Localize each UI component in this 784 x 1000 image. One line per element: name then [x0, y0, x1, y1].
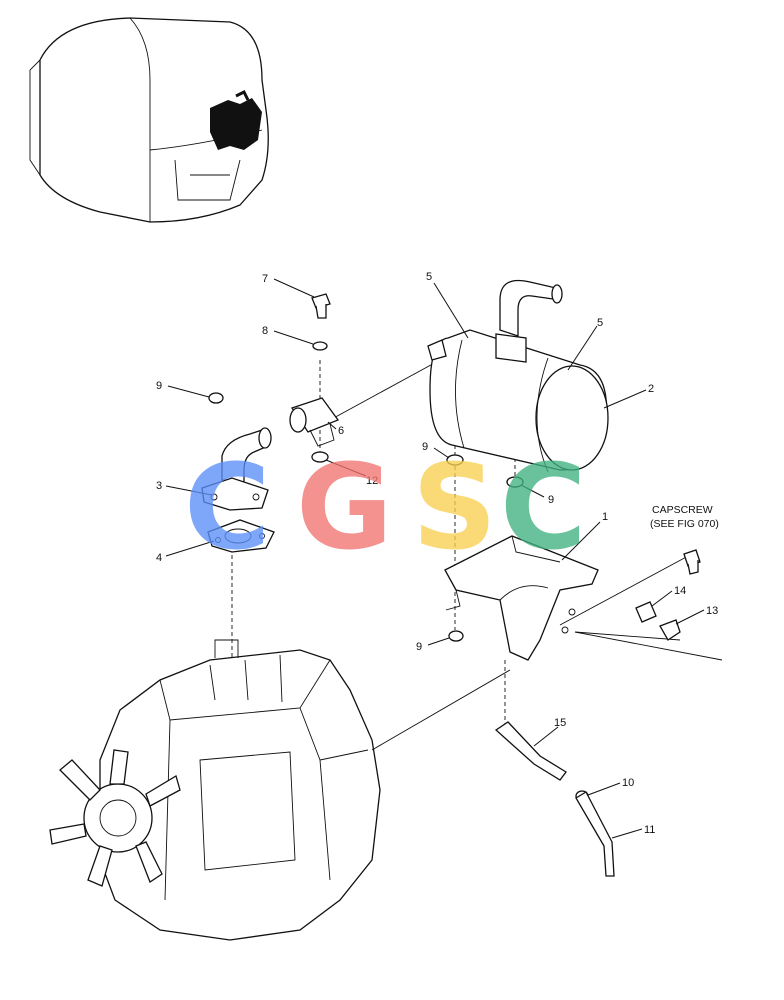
clamp-6 — [289, 397, 340, 447]
watermark-letter-s: S — [412, 438, 497, 576]
engine-block — [49, 639, 381, 941]
callout-14: 14 — [674, 585, 686, 597]
capscrew-7 — [311, 293, 331, 319]
callout-6: 6 — [338, 425, 344, 437]
tube-11 — [575, 791, 615, 877]
callout-8: 8 — [262, 325, 268, 337]
leader-lines — [165, 278, 705, 839]
callout-9-mid: 9 — [422, 441, 428, 453]
callout-9-right: 9 — [548, 494, 554, 506]
callout-11: 11 — [644, 824, 655, 836]
watermark-letter-c2: C — [500, 438, 587, 576]
machine-hood-inset — [29, 17, 269, 223]
callout-2: 2 — [648, 383, 654, 395]
engine-fan — [49, 749, 181, 887]
tube-15 — [494, 721, 567, 781]
callout-12: 12 — [366, 475, 378, 487]
clip-13 — [659, 619, 681, 641]
capscrew-ref — [683, 549, 701, 575]
note-line-1: CAPSCREW — [652, 504, 713, 516]
nut-9-right — [506, 476, 524, 488]
note-line-2: (SEE FIG 070) — [650, 518, 719, 530]
capscrew-reference-note: CAPSCREW (SEE FIG 070) — [650, 504, 719, 530]
nut-9-elbow — [208, 392, 224, 404]
cgsc-watermark: C G S C — [184, 438, 587, 576]
callout-labels: 7 8 9 3 4 5 5 2 6 12 9 9 9 1 14 13 15 10… — [156, 271, 718, 836]
nut-12 — [311, 451, 329, 463]
callout-3: 3 — [156, 480, 162, 492]
nut-9-mid — [446, 454, 464, 466]
callout-13: 13 — [706, 605, 718, 617]
fitting-14 — [635, 601, 657, 623]
exhaust-elbow-3 — [201, 427, 272, 511]
callout-9-lower: 9 — [416, 641, 422, 653]
callout-5-right: 5 — [597, 317, 603, 329]
callout-5-upper: 5 — [426, 271, 432, 283]
callout-7: 7 — [262, 273, 268, 285]
muffler — [427, 279, 609, 473]
washer-8 — [312, 341, 328, 351]
watermark-letter-g: G — [296, 438, 393, 576]
callout-10: 10 — [622, 777, 634, 789]
gasket-4 — [207, 519, 275, 553]
callout-9-elbow: 9 — [156, 380, 162, 392]
callout-1: 1 — [602, 511, 608, 523]
callout-15: 15 — [554, 717, 566, 729]
watermark-letter-c1: C — [184, 438, 271, 576]
bracket-1 — [444, 535, 599, 661]
callout-4: 4 — [156, 552, 162, 564]
assembly-lines — [231, 359, 723, 751]
nut-9-lower — [448, 630, 464, 642]
